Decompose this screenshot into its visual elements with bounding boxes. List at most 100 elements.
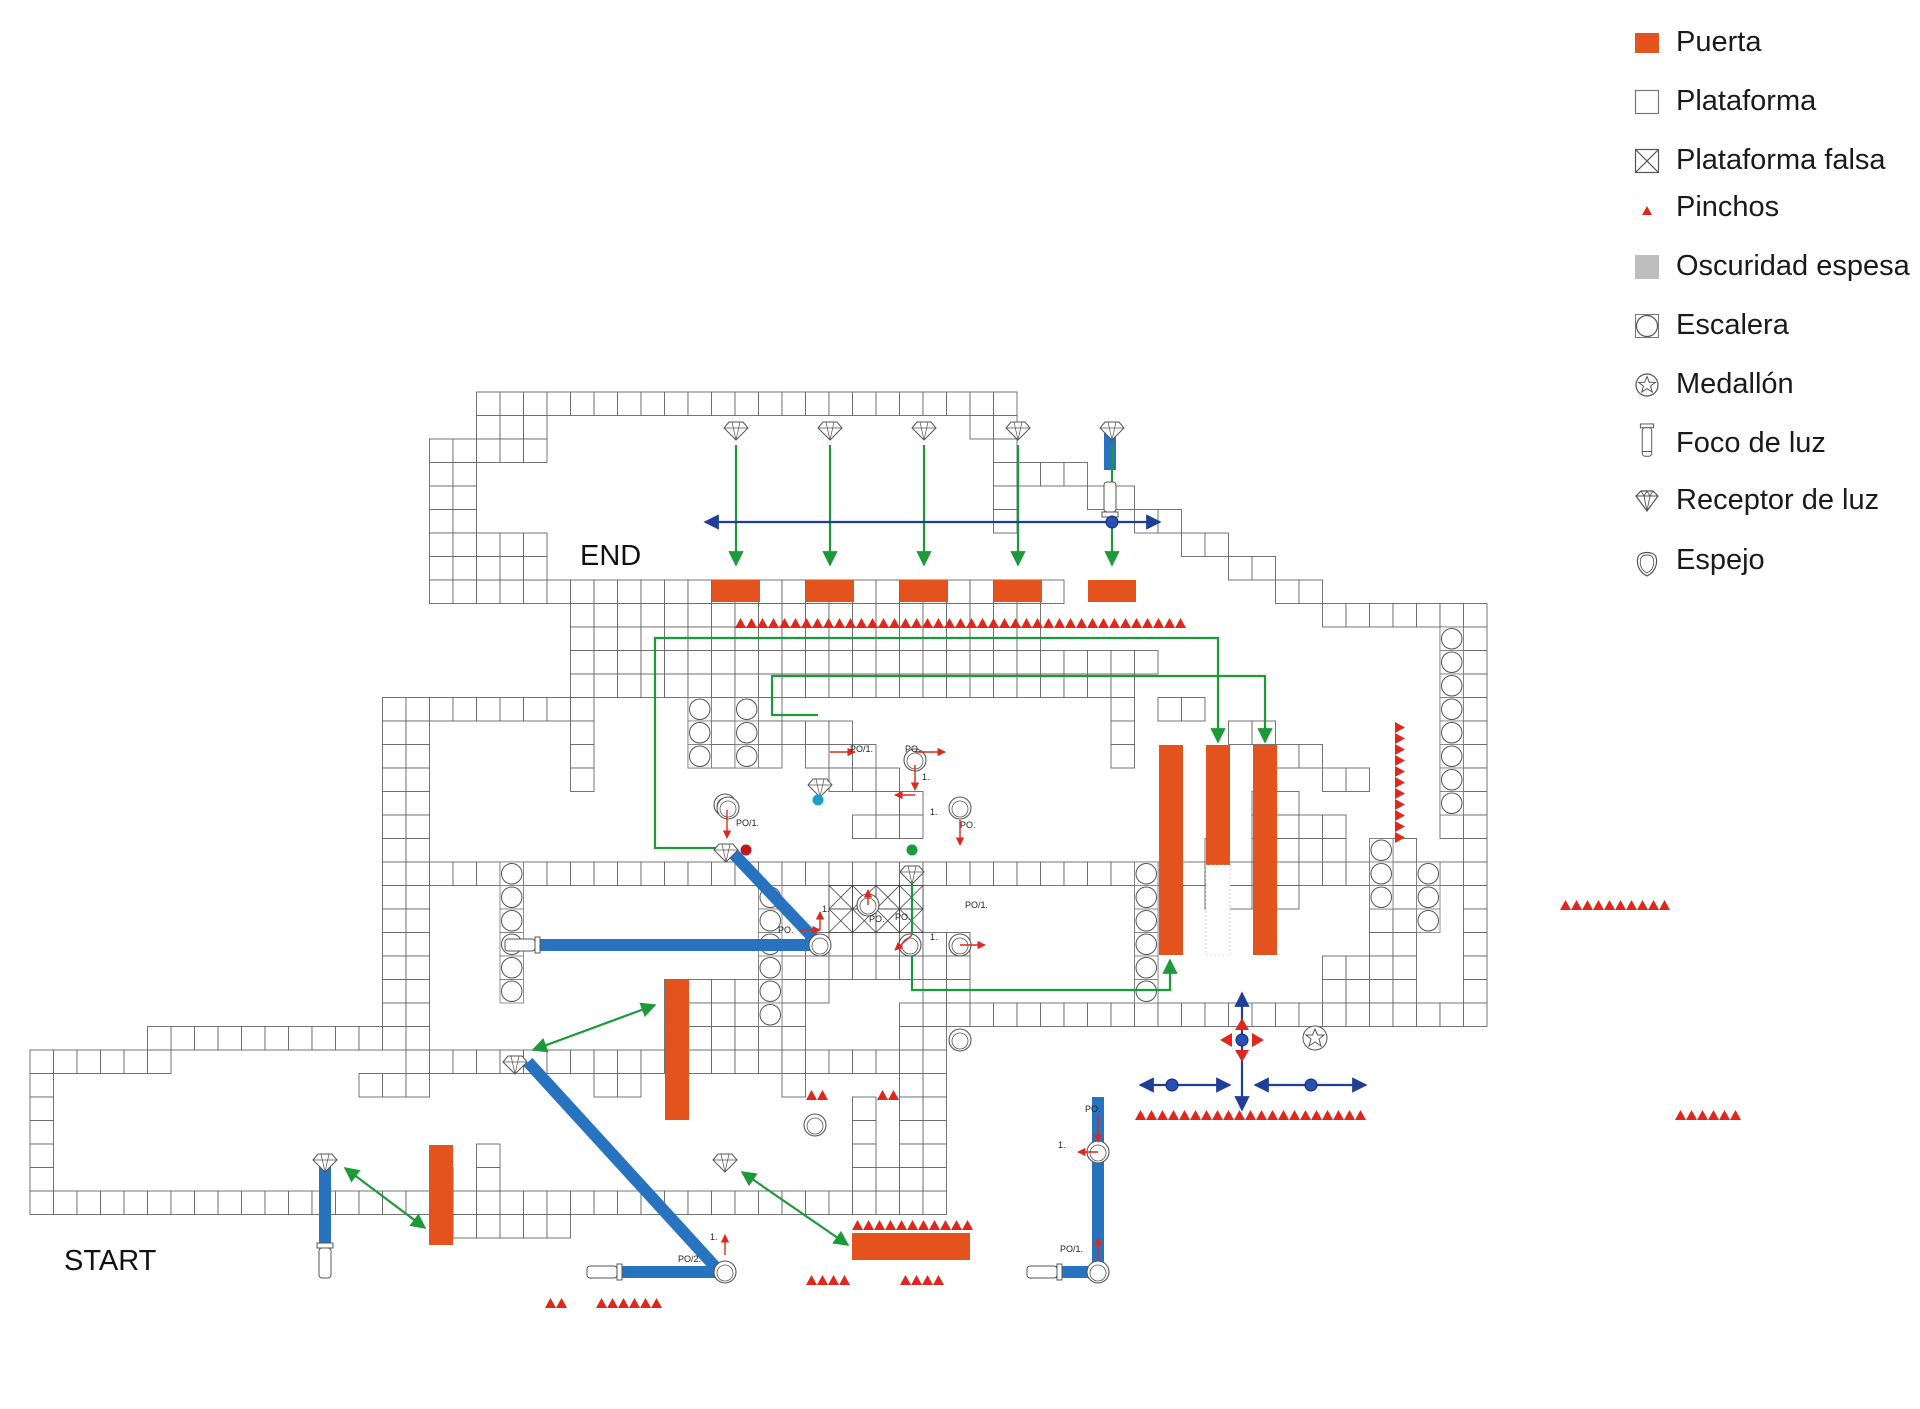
platform-cell bbox=[1275, 744, 1300, 769]
annotation-text: 1. bbox=[922, 772, 930, 782]
platform-cell bbox=[358, 1026, 383, 1051]
spike bbox=[1179, 1110, 1190, 1120]
legend-item-pinchos: Pinchos bbox=[1634, 187, 1914, 227]
platform-cell bbox=[217, 1026, 242, 1051]
platform-cell bbox=[852, 1143, 877, 1168]
ladder-rung bbox=[736, 698, 758, 720]
spike bbox=[852, 1220, 863, 1230]
spike bbox=[545, 1298, 556, 1308]
spike bbox=[888, 1090, 899, 1100]
spike bbox=[1032, 618, 1043, 628]
receiver-facets bbox=[900, 865, 924, 885]
platform-cell bbox=[429, 697, 454, 722]
platform-cell bbox=[546, 861, 571, 886]
platform-cell bbox=[1063, 861, 1088, 886]
platform-cell bbox=[1322, 814, 1347, 839]
platform-cell bbox=[1275, 885, 1300, 910]
spike bbox=[1300, 1110, 1311, 1120]
platform-cell bbox=[1369, 603, 1394, 628]
platform-cell bbox=[405, 814, 430, 839]
spike bbox=[955, 618, 966, 628]
platform-cell bbox=[405, 791, 430, 816]
platform-cell bbox=[100, 1049, 125, 1074]
ladder-rung bbox=[689, 745, 711, 767]
spike bbox=[1235, 1018, 1249, 1030]
platform-cell bbox=[711, 391, 736, 416]
platform-cell bbox=[687, 1049, 712, 1074]
receiver-gem bbox=[502, 1055, 528, 1075]
platform-cell bbox=[664, 603, 689, 628]
platform-cell bbox=[499, 532, 524, 557]
platform-cell bbox=[499, 391, 524, 416]
platform-cell bbox=[640, 603, 665, 628]
platform-cell bbox=[758, 1049, 783, 1074]
platform-cell bbox=[382, 1002, 407, 1027]
spike bbox=[933, 1275, 944, 1285]
platform-cell bbox=[1392, 603, 1417, 628]
platform-cell bbox=[922, 650, 947, 675]
platform-cell bbox=[570, 391, 595, 416]
platform-cell bbox=[452, 509, 477, 534]
spike bbox=[1267, 1110, 1278, 1120]
platform-cell bbox=[852, 861, 877, 886]
platform-cell bbox=[922, 391, 947, 416]
platform-cell bbox=[288, 1026, 313, 1051]
platform-cell bbox=[711, 1049, 736, 1074]
platform-cell bbox=[382, 955, 407, 980]
mirror-outer bbox=[716, 796, 740, 820]
annotation-text: PO. bbox=[905, 744, 921, 754]
receiver-gem bbox=[713, 843, 739, 863]
platform-cell bbox=[1181, 1002, 1206, 1027]
platform-cell bbox=[946, 391, 971, 416]
platform-cell bbox=[570, 603, 595, 628]
spike bbox=[1076, 618, 1087, 628]
ladder-rung bbox=[1370, 839, 1392, 861]
platform-cell bbox=[1322, 861, 1347, 886]
spike bbox=[1344, 1110, 1355, 1120]
platform-cell bbox=[1463, 979, 1488, 1004]
platform-cell bbox=[1016, 650, 1041, 675]
spike bbox=[596, 1298, 607, 1308]
platform-cell bbox=[734, 1026, 759, 1051]
platform-cell bbox=[1416, 1002, 1441, 1027]
platform-cell bbox=[170, 1190, 195, 1215]
platform-cell bbox=[617, 603, 642, 628]
platform-cell bbox=[852, 1049, 877, 1074]
link-arrow bbox=[653, 636, 1226, 850]
light-receiver-icon bbox=[312, 1153, 338, 1173]
spotlight-icon bbox=[586, 1263, 623, 1281]
door bbox=[665, 980, 689, 1120]
legend-item-puerta: Puerta bbox=[1634, 22, 1914, 62]
platform-cell bbox=[1275, 791, 1300, 816]
platform-cell bbox=[852, 1096, 877, 1121]
platform-cell bbox=[1040, 673, 1065, 698]
platform-cell bbox=[1463, 1002, 1488, 1027]
platform-cell bbox=[1463, 791, 1488, 816]
platform-cell bbox=[711, 744, 736, 769]
platform-cell bbox=[570, 861, 595, 886]
door bbox=[806, 580, 854, 602]
platform-cell bbox=[617, 1073, 642, 1098]
platform-cell bbox=[523, 415, 548, 440]
platform-cell bbox=[1298, 744, 1323, 769]
platform-cell bbox=[593, 626, 618, 651]
platform-cell bbox=[1016, 462, 1041, 487]
platform-cell bbox=[1040, 462, 1065, 487]
platform-cell bbox=[1110, 697, 1135, 722]
spotlight-icon bbox=[1026, 1263, 1063, 1281]
spotlight-cap bbox=[616, 1263, 623, 1281]
fake-platform-cross bbox=[828, 908, 853, 933]
door bbox=[994, 580, 1042, 602]
legend-item-escalera: Escalera bbox=[1634, 305, 1914, 345]
platform-cell bbox=[1134, 650, 1159, 675]
platform-cell bbox=[922, 1073, 947, 1098]
platform-cell bbox=[311, 1026, 336, 1051]
platform-cell bbox=[687, 1190, 712, 1215]
platform-cell bbox=[452, 579, 477, 604]
platform-cell bbox=[1322, 767, 1347, 792]
spike bbox=[1395, 777, 1405, 788]
spike bbox=[746, 618, 757, 628]
platform-cell bbox=[452, 697, 477, 722]
mirror-inner bbox=[719, 800, 737, 818]
platform-cell bbox=[452, 462, 477, 487]
